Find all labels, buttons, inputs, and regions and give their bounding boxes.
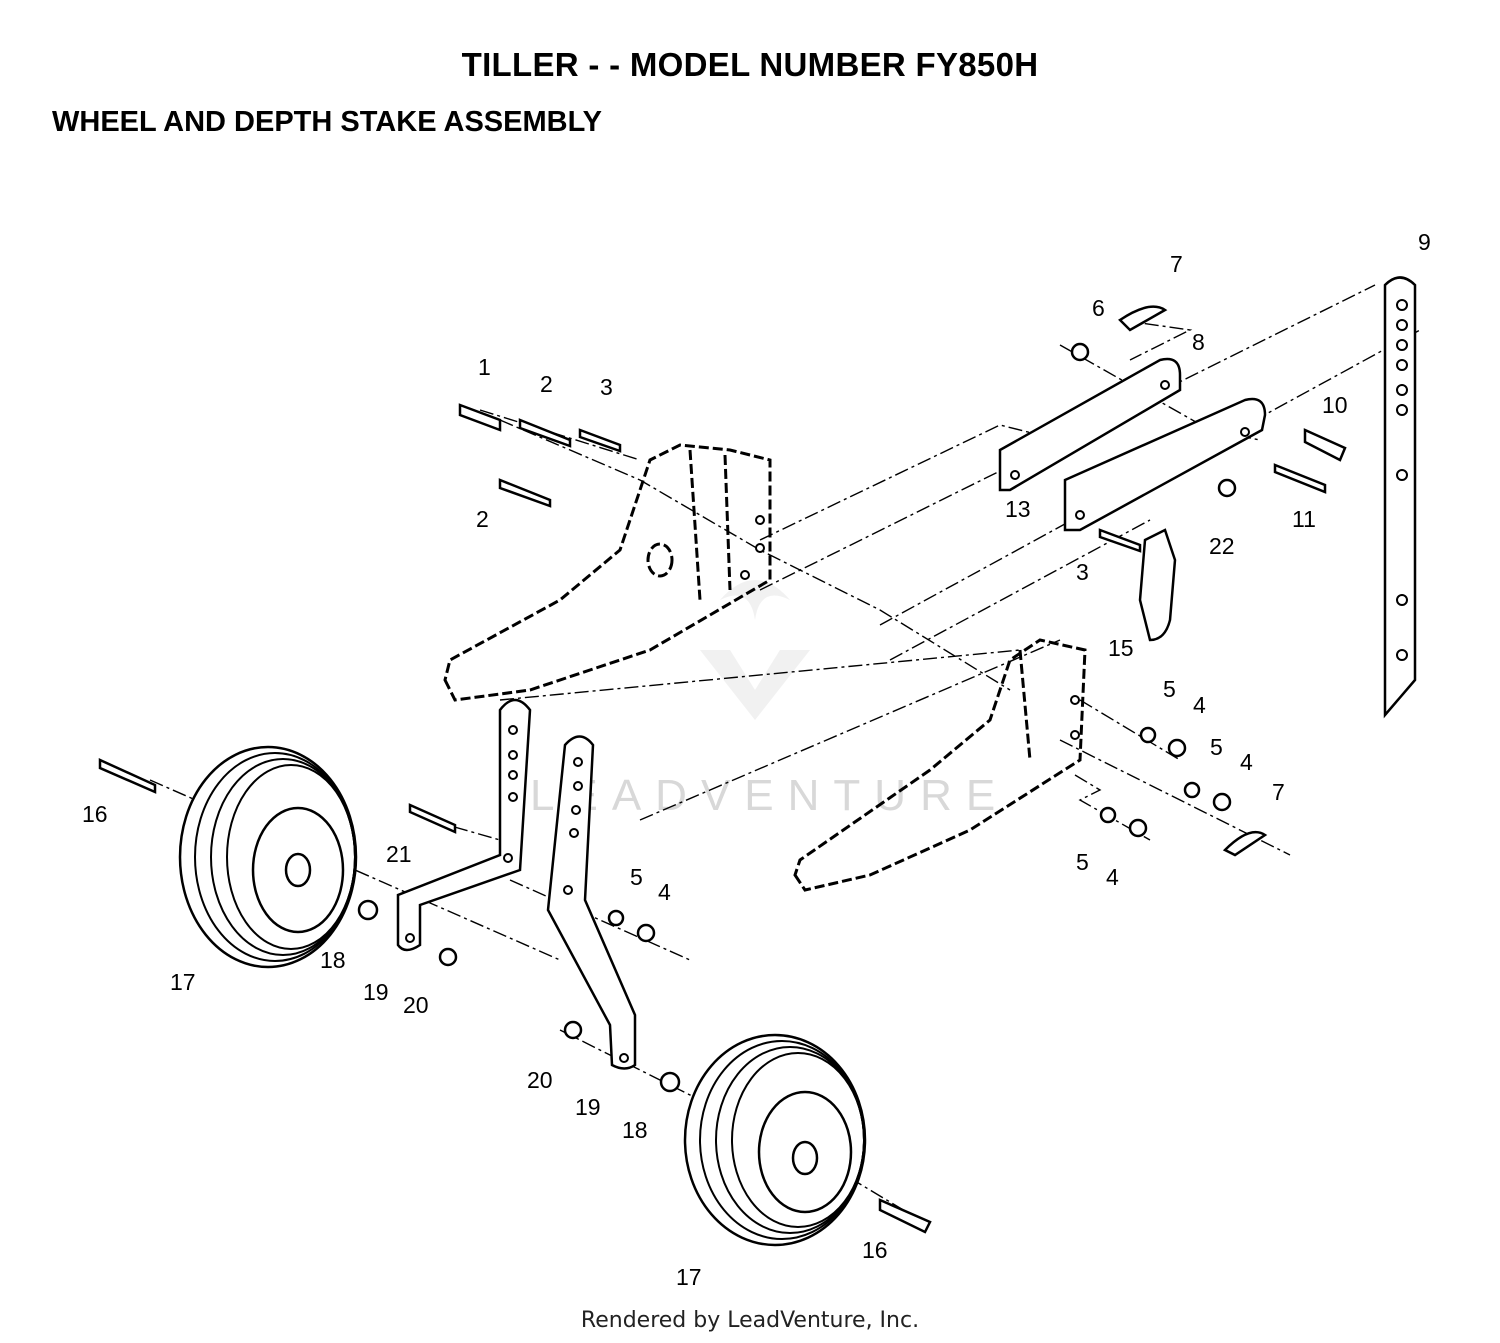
callout-17-right: 17	[676, 1264, 702, 1290]
callout-10: 10	[1322, 392, 1348, 418]
callout-15: 15	[1108, 635, 1134, 661]
callout-5-b: 5	[1210, 734, 1223, 760]
watermark-text: LEADVENTURE	[530, 771, 1009, 820]
callout-19-right: 19	[575, 1094, 601, 1120]
callout-4-b: 4	[1240, 749, 1253, 775]
wheel-right	[683, 1033, 867, 1247]
right-mounting-bracket	[793, 638, 1087, 892]
callout-21: 21	[386, 841, 412, 867]
callout-2-left: 2	[476, 506, 489, 532]
diagram-subtitle: WHEEL AND DEPTH STAKE ASSEMBLY	[52, 106, 602, 138]
callout-9: 9	[1418, 229, 1431, 255]
callout-4-a: 4	[1193, 692, 1206, 718]
stake-clip	[1138, 528, 1177, 642]
callout-7-right: 7	[1272, 779, 1285, 805]
callout-labels: 1 2 2 3 3 4 4 4 4 5 5 5 5 6 7 7 8 9 10 1…	[82, 229, 1431, 1290]
callout-22: 22	[1209, 533, 1235, 559]
callout-5-d: 5	[630, 864, 643, 890]
callout-5-a: 5	[1163, 676, 1176, 702]
callout-20-right: 20	[527, 1067, 553, 1093]
callout-3-top: 3	[600, 374, 613, 400]
callout-16-left: 16	[82, 801, 108, 827]
diagram-title: TILLER - - MODEL NUMBER FY850H	[461, 46, 1039, 83]
hardware-parts	[98, 305, 1347, 1234]
left-mounting-bracket	[443, 443, 772, 702]
callout-2-top: 2	[540, 371, 553, 397]
depth-stake-brackets	[998, 357, 1267, 532]
callout-7-top: 7	[1170, 251, 1183, 277]
callout-19-left: 19	[363, 979, 389, 1005]
watermark-logo	[700, 580, 810, 720]
callout-18-left: 18	[320, 947, 346, 973]
footer-credit: Rendered by LeadVenture, Inc.	[580, 1308, 920, 1333]
callout-13: 13	[1005, 496, 1031, 522]
callout-16-right: 16	[862, 1237, 888, 1263]
callout-4-c: 4	[1106, 864, 1119, 890]
depth-stake	[1383, 276, 1417, 719]
callout-1: 1	[478, 354, 491, 380]
wheel-left	[178, 745, 358, 969]
callout-4-d: 4	[658, 879, 671, 905]
callout-8: 8	[1192, 329, 1205, 355]
callout-6: 6	[1092, 295, 1105, 321]
wheel-arms	[396, 698, 637, 1070]
callout-11: 11	[1292, 506, 1316, 532]
callout-5-c: 5	[1076, 849, 1089, 875]
callout-17-left: 17	[170, 969, 196, 995]
callout-20-left: 20	[403, 992, 429, 1018]
callout-3-right: 3	[1076, 559, 1089, 585]
callout-18-right: 18	[622, 1117, 648, 1143]
